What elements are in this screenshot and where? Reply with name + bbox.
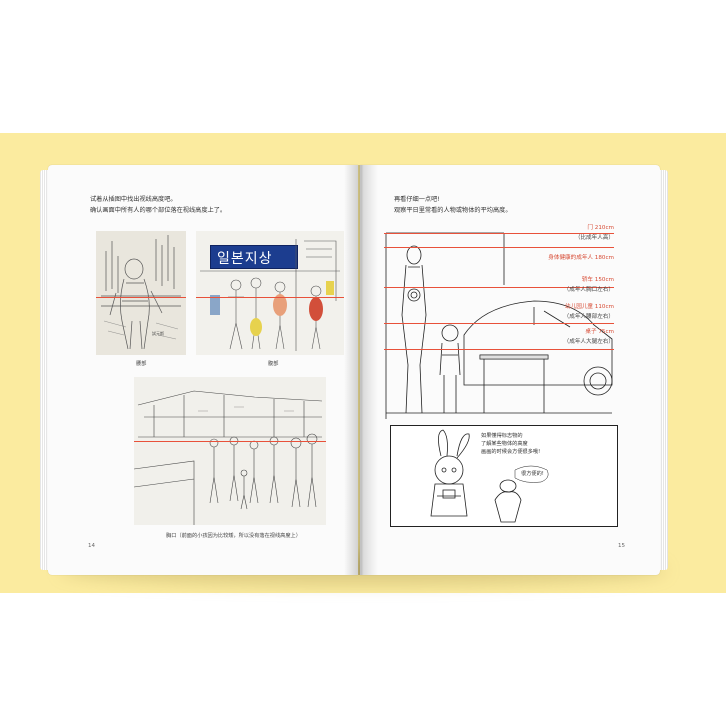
left-page-number: 14 xyxy=(88,543,95,549)
label-car-note: （成年人胸口左右） xyxy=(563,287,614,293)
line-table xyxy=(384,349,614,351)
label-door-note: （比成年人高） xyxy=(574,235,614,241)
left-intro-line2: 确认画面中所有人的哪个部位落在视线高度上了。 xyxy=(90,207,227,214)
caption-2: 腹部 xyxy=(268,361,279,367)
sketch-street-sign: 일본지상 xyxy=(196,231,344,355)
line-child xyxy=(384,323,614,325)
sketch-old-man: 試元斯 xyxy=(96,231,186,355)
label-door: 门 210cm xyxy=(587,225,614,231)
label-table-note: （成年人大腿左右） xyxy=(563,339,614,345)
left-page: 试着从插图中找出视线高度吧。 确认画面中所有人的哪个部位落在视线高度上了。 試元… xyxy=(48,165,358,575)
speech-bubble-1: 如果懂得标志物的 了解某些物体的高度 画画的时候会方便很多哦! xyxy=(481,433,541,455)
line-adult xyxy=(384,247,614,249)
comic-panel: 如果懂得标志物的 了解某些物体的高度 画画的时候会方便很多哦! 很方便的! xyxy=(390,425,618,527)
right-page-number: 15 xyxy=(618,543,625,549)
book-gutter xyxy=(344,165,378,575)
height-diagram xyxy=(384,215,614,419)
right-intro-line1: 再看仔细一点吧! xyxy=(394,196,440,203)
label-car: 轿车 150cm xyxy=(581,277,614,283)
speech-bubble-2: 很方便的! xyxy=(521,471,544,477)
right-page-edges xyxy=(658,170,668,570)
right-page: 再看仔细一点吧! 观察平日里常看的人物或物体的平均高度。 xyxy=(360,165,660,575)
svg-text:試元斯: 試元斯 xyxy=(152,330,164,336)
eye-level-line xyxy=(96,297,186,299)
sketch-market-crowd xyxy=(134,377,326,525)
street-drawing xyxy=(200,239,340,351)
market-drawing xyxy=(134,390,323,525)
store-sign-text: 일본지상 xyxy=(217,251,273,267)
left-intro-line1: 试着从插图中找出视线高度吧。 xyxy=(90,196,177,203)
left-page-edges xyxy=(40,170,50,570)
line-door xyxy=(384,233,614,235)
label-table: 桌子 75cm xyxy=(585,329,614,335)
old-man-drawing: 試元斯 xyxy=(101,235,181,350)
store-sign: 일본지상 xyxy=(210,245,298,269)
caption-3: 胸口（前面的小孩因为比较矮，所以没有落在视线高度上） xyxy=(166,533,301,539)
height-labels: 门 210cm （比成年人高） 身体健康的成年人 180cm 轿车 150cm … xyxy=(520,215,614,355)
right-intro-line2: 观察平日里常看的人物或物体的平均高度。 xyxy=(394,207,512,214)
comic-drawing xyxy=(430,429,549,523)
caption-1: 腰部 xyxy=(136,361,147,367)
line-car xyxy=(384,287,614,289)
label-child: 幼儿园儿童 110cm xyxy=(565,304,614,310)
eye-level-line xyxy=(134,441,326,443)
label-adult: 身体健康的成年人 180cm xyxy=(548,255,614,261)
eye-level-line xyxy=(196,297,344,299)
label-child-note: （成年人腰部左右） xyxy=(563,314,614,320)
